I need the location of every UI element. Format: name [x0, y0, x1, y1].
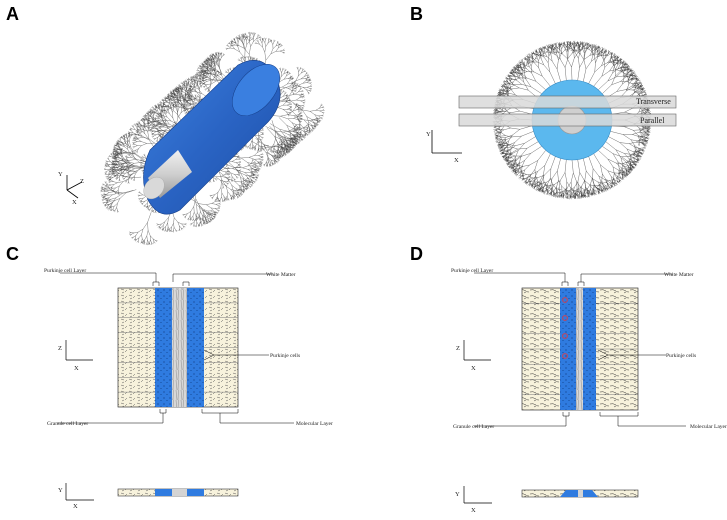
- panel-d-axes-bottom: [463, 486, 492, 504]
- panel-b-crosssection-drawing: Transverse Parallel Y X: [426, 40, 677, 200]
- panel-c-slab-drawing: Purkinje cell Layer White Matter Purkinj…: [44, 268, 333, 510]
- panel-d-axis-y: Y: [455, 491, 460, 498]
- panel-b-axis-y: Y: [426, 131, 431, 138]
- panel-d-bottom-granule-left: [560, 490, 578, 497]
- panel-d-purkinje-cells-label: Purkinje cells: [666, 353, 696, 359]
- panel-a-white-matter-rod: [143, 150, 192, 200]
- panel-c-bottom-granule-left: [155, 489, 172, 496]
- panel-c-molecular-layer-label: Molecular Layer: [296, 421, 333, 427]
- panel-d-bottom-white: [578, 490, 583, 497]
- panel-c-granule-left: [155, 288, 172, 407]
- panel-d-bottom-granule-right: [583, 490, 598, 497]
- purkinje-cell-marker: [562, 353, 568, 359]
- panel-d-purkinje-markers: [562, 297, 568, 359]
- panel-d-letter: D: [410, 244, 423, 264]
- panel-c-letter: C: [6, 244, 19, 264]
- panel-b-axes: [431, 130, 462, 154]
- panel-d-white-matter-label: White Matter: [664, 272, 694, 278]
- panel-c-white-matter-label: White Matter: [266, 272, 296, 278]
- panel-a-axis-y: Y: [58, 171, 63, 178]
- purkinje-cell-marker: [562, 333, 568, 339]
- panel-c-axes-side: [65, 340, 93, 361]
- panel-c-axis-y: Y: [58, 487, 63, 494]
- panel-a-axis-z: Z: [80, 178, 84, 185]
- panel-c-axis-x2: X: [73, 503, 78, 510]
- panel-c-granule-right: [187, 288, 204, 407]
- panel-c-white-matter: [172, 288, 187, 407]
- panel-d-axis-z: Z: [456, 345, 460, 352]
- panel-d-axis-x2: X: [471, 507, 476, 514]
- panel-d-purkinje-layer-label: Purkinje cell Layer: [451, 268, 493, 274]
- panel-c-bottom-white: [172, 489, 187, 496]
- panel-a-axes: [66, 175, 83, 199]
- panel-d-granule-right: [583, 288, 596, 410]
- panel-d-molecular-layer-label: Molecular Layer: [690, 424, 727, 430]
- panel-c-axis-z: Z: [58, 345, 62, 352]
- purkinje-cell-marker: [562, 297, 568, 303]
- panel-d-granule-left: [560, 288, 576, 410]
- panel-c-granule-layer-label: Granule cell Layer: [47, 421, 88, 427]
- panel-b-parallel-label: Parallel: [640, 116, 665, 125]
- panel-b-transverse-slab: [458, 95, 677, 109]
- panel-d-slab-drawing: Purkinje cell Layer White Matter Purkinj…: [451, 268, 727, 514]
- panel-c-purkinje-cells-label: Purkinje cells: [270, 353, 300, 359]
- panel-a-cylinder-drawing: Y Z X: [58, 31, 325, 246]
- panel-c-purkinje-layer-label: Purkinje cell Layer: [44, 268, 86, 274]
- panel-d-white-matter: [576, 288, 583, 410]
- panel-c-axes-bottom: [65, 483, 94, 501]
- panel-b-axis-x: X: [454, 157, 459, 164]
- panel-b-letter: B: [410, 4, 423, 24]
- panel-d-axis-x: X: [471, 365, 476, 372]
- panel-c-bottom-granule-right: [187, 489, 204, 496]
- purkinje-cell-marker: [562, 315, 568, 321]
- panel-d-axes-side: [463, 340, 491, 361]
- panel-a-letter: A: [6, 4, 19, 24]
- panel-b-transverse-label: Transverse: [636, 97, 671, 106]
- panel-a-axis-x: X: [72, 199, 77, 206]
- panel-d-granule-layer-label: Granule cell Layer: [453, 424, 494, 430]
- panel-b-parallel-slab: [458, 113, 677, 127]
- panel-c-axis-x: X: [74, 365, 79, 372]
